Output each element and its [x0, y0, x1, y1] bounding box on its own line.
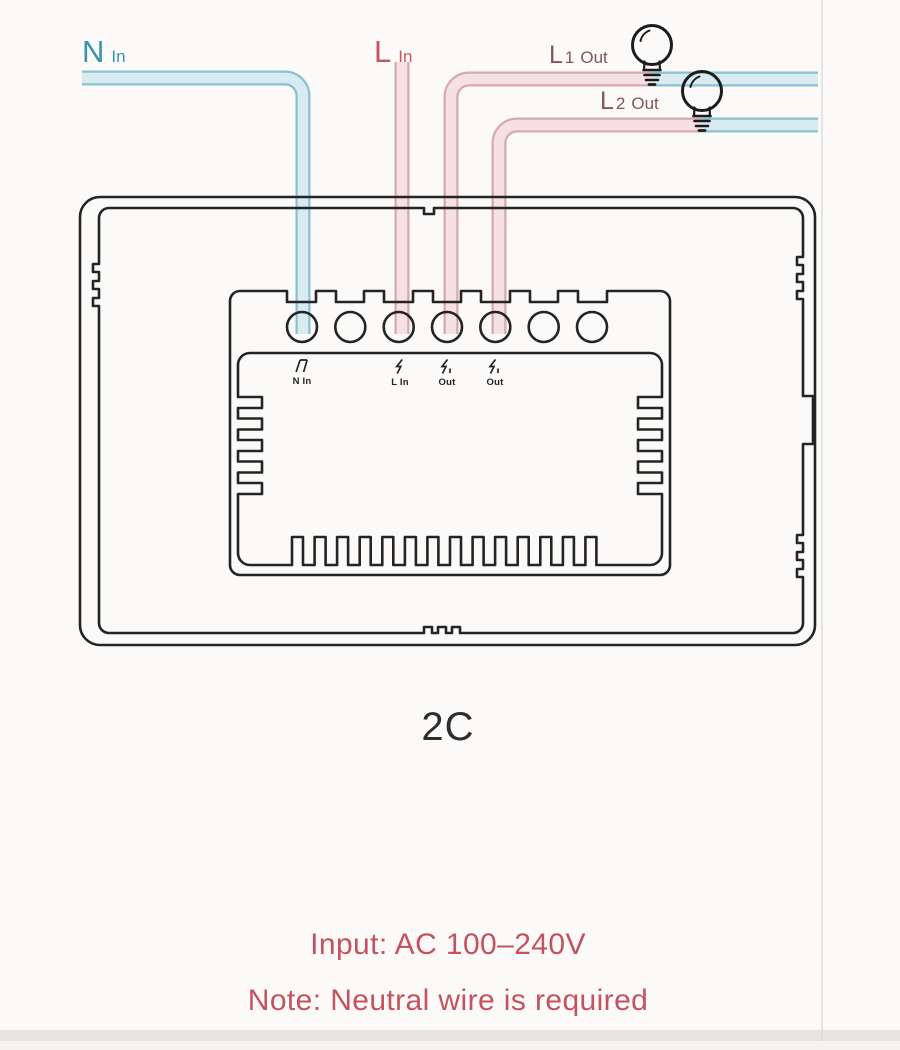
label-l1-out: L 1 Out — [549, 43, 608, 68]
label-l-in-main: L — [374, 34, 392, 69]
label-l-in: L In — [374, 36, 412, 67]
terminal-label-out2: Out — [487, 358, 504, 388]
l1-out-wire-live — [443, 71, 652, 334]
label-l1-out-num: 1 — [564, 48, 575, 67]
label-plate-outline — [236, 351, 664, 567]
label-n-in: N In — [82, 36, 126, 67]
out2-icon — [488, 358, 500, 374]
label-n-in-sub: In — [111, 47, 126, 66]
terminal-hole-6 — [527, 310, 561, 344]
terminal-label-text: Out — [486, 377, 504, 388]
neutral-in-wire — [82, 70, 311, 334]
terminal-label-l-in: L In — [391, 358, 409, 388]
terminal-hole-4 — [430, 310, 464, 344]
bottom-shadow-strip — [0, 1030, 900, 1041]
label-l2-out: L 2 Out — [600, 89, 659, 114]
terminal-block-outline — [228, 289, 672, 577]
out1-icon — [440, 358, 452, 374]
light-bulb-l2-icon — [681, 70, 723, 132]
label-l-in-sub: In — [398, 47, 413, 66]
terminal-hole-2 — [333, 310, 367, 344]
label-l2-out-sub: Out — [631, 94, 659, 113]
switch-body-inner-outline — [91, 206, 815, 635]
terminal-hole-1 — [285, 310, 319, 344]
terminal-label-n-in: N In — [293, 358, 312, 387]
label-l2-out-main: L — [600, 87, 614, 115]
model-label: 2C — [421, 705, 475, 749]
terminal-label-text: N In — [292, 376, 312, 387]
live-in-icon — [394, 358, 403, 374]
switch-body-outer-outline — [78, 195, 817, 647]
terminal-hole-7 — [575, 310, 609, 344]
label-l1-out-sub: Out — [580, 48, 608, 67]
l2-out-wire-live — [491, 117, 702, 334]
terminal-label-out1: Out — [439, 358, 456, 388]
page-edge-line — [821, 0, 823, 1050]
label-l1-out-main: L — [549, 41, 563, 69]
light-bulb-l1-icon — [631, 24, 673, 86]
terminal-label-text: Out — [438, 377, 456, 388]
label-l2-out-num: 2 — [615, 94, 626, 113]
terminal-hole-5 — [478, 310, 512, 344]
terminal-label-text: L In — [391, 377, 409, 388]
neutral-in-icon — [295, 359, 309, 373]
bottom-white-strip — [0, 1041, 900, 1050]
neutral-note-text: Note: Neutral wire is required — [247, 984, 649, 1017]
label-n-in-main: N — [82, 34, 105, 69]
input-spec-text: Input: AC 100–240V — [310, 928, 586, 961]
terminal-hole-3 — [382, 310, 416, 344]
